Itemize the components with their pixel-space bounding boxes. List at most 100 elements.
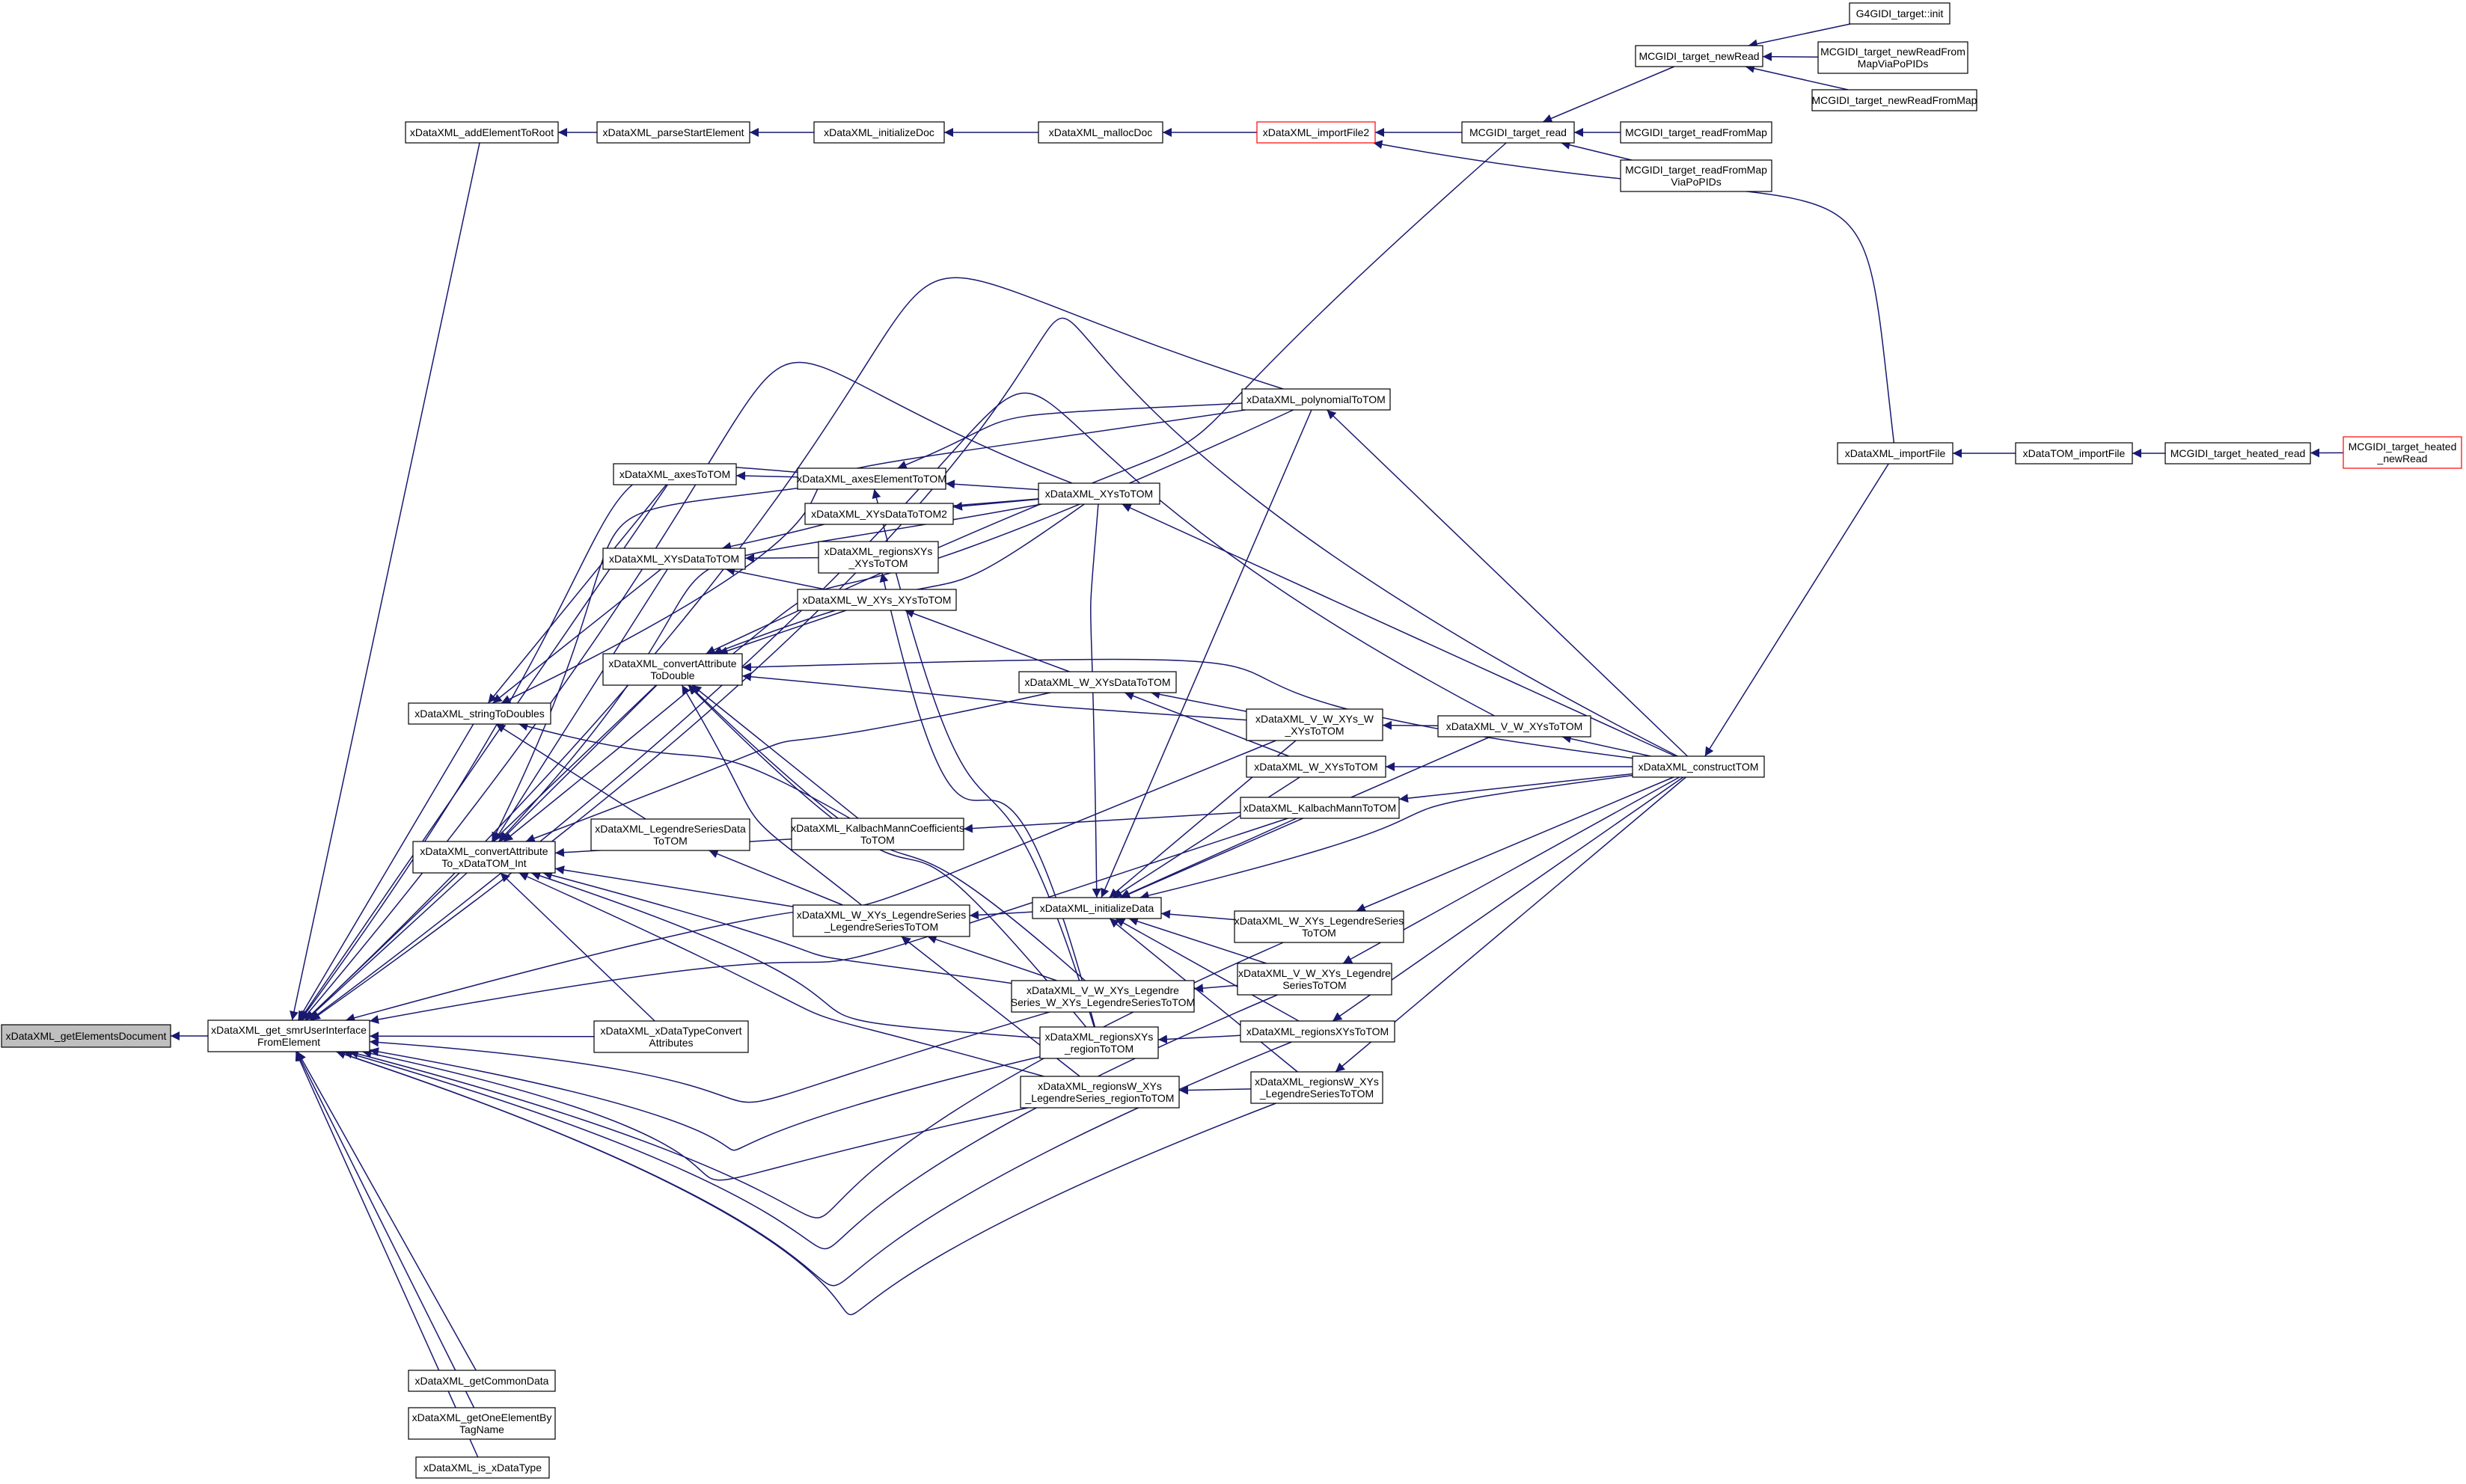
node-label: MCGIDI_target_readFromMap <box>1625 164 1767 176</box>
edge-polyTOM-calls-initData <box>1101 409 1312 898</box>
edge-XYsData-calls-convInt <box>493 568 668 842</box>
graph-node[interactable]: xDataXML_regionsXYs_XYsToTOM <box>818 541 939 574</box>
graph-node[interactable]: xDataXML_W_XYs_LegendreSeriesToTOM <box>1234 910 1404 943</box>
edge-VWXYsW-calls-WXYsData <box>1151 690 1247 712</box>
node-label: G4GIDI_target::init <box>1856 7 1944 19</box>
graph-node[interactable]: xDataXML_XYsDataToTOM2 <box>804 503 954 525</box>
graph-node[interactable]: xDataXML_stringToDoubles <box>408 702 551 725</box>
graph-node[interactable]: MCGIDI_target_newReadFromMap <box>1811 89 1977 111</box>
edges-layer <box>171 23 2344 1458</box>
graph-node[interactable]: xDataXML_W_XYsToTOM <box>1246 755 1386 778</box>
graph-node[interactable]: xDataXML_importFile <box>1837 442 1953 464</box>
node-label: xDataXML_W_XYsToTOM <box>1254 761 1377 773</box>
node-box <box>412 841 556 874</box>
graph-node[interactable]: xDataXML_axesElementToTOM <box>797 467 946 490</box>
graph-node[interactable]: MCGIDI_target_heated_newRead <box>2343 436 2462 469</box>
graph-node[interactable]: xDataXML_V_W_XYsToTOM <box>1437 715 1591 738</box>
edge-WXYsLeg-calls-smr <box>349 942 1284 1218</box>
edge-regionsXYsRegion-calls-regionsXYs_XYs <box>879 572 1096 1028</box>
graph-node[interactable]: xDataXML_V_W_XYs_LegendreSeriesToTOM <box>1237 963 1392 996</box>
graph-node[interactable]: xDataXML_regionsXYsToTOM <box>1240 1020 1395 1043</box>
graph-node[interactable]: xDataXML_initializeDoc <box>813 121 945 144</box>
node-box <box>602 653 743 686</box>
edge-axesTOM-calls-strToDoubles <box>487 484 667 704</box>
edge-regionsXYsRegion-calls-convInt <box>530 871 1041 1039</box>
graph-node[interactable]: xDataXML_XYsDataToTOM <box>602 548 746 570</box>
graph-node[interactable]: G4GIDI_target::init <box>1849 2 1951 25</box>
graph-node[interactable]: xDataXML_W_XYsDataToTOM <box>1018 671 1177 693</box>
edge-polyTOM-calls-axesElem <box>897 402 1243 470</box>
graph-node[interactable]: xDataXML_KalbachMannToTOM <box>1240 797 1400 819</box>
graph-node[interactable]: MCGIDI_target_heated_read <box>2164 442 2311 464</box>
graph-node[interactable]: xDataXML_addElementToRoot <box>405 121 559 144</box>
graph-node[interactable]: xDataXML_getElementsDocument <box>1 1024 171 1048</box>
node-box <box>1256 121 1376 144</box>
graph-node[interactable]: xDataXML_V_W_XYs_LegendreSeries_W_XYs_Le… <box>1011 980 1195 1013</box>
edge-newRead-calls-targetRead <box>1542 66 1675 123</box>
graph-node[interactable]: MCGIDI_target_readFromMap <box>1620 121 1772 144</box>
edge-WXYsLegLeg-calls-legSeriesData <box>709 849 843 906</box>
node-box <box>415 1456 550 1479</box>
edge-regionsWRegion-calls-convInt <box>518 872 1044 1077</box>
graph-node[interactable]: xDataTOM_importFile <box>2015 442 2133 464</box>
node-box <box>1 1024 171 1048</box>
node-box <box>1817 41 1968 74</box>
node-box <box>2164 442 2311 464</box>
graph-node[interactable]: xDataXML_polynomialToTOM <box>1241 388 1391 411</box>
graph-node[interactable]: xDataXML_parseStartElement <box>596 121 750 144</box>
node-label: xDataXML_stringToDoubles <box>414 708 545 720</box>
node-label: Series_W_XYs_LegendreSeriesToTOM <box>1011 996 1195 1008</box>
node-label: MCGIDI_target_newRead <box>1639 50 1759 62</box>
edge-WXYsLeg-calls-initData <box>1160 910 1235 921</box>
graph-node[interactable]: MCGIDI_target_read <box>1461 121 1575 144</box>
edge-addElem-calls-smr <box>290 142 480 1021</box>
edge-strToDoubles-calls-smr <box>297 723 474 1021</box>
node-label: xDataXML_W_XYs_XYsToTOM <box>803 594 952 606</box>
graph-node[interactable]: xDataXML_XYsToTOM <box>1038 482 1160 505</box>
node-label: xDataXML_initializeData <box>1040 902 1154 914</box>
node-box <box>1020 1076 1180 1109</box>
node-box <box>1620 121 1772 144</box>
graph-node[interactable]: xDataXML_importFile2 <box>1256 121 1376 144</box>
graph-node[interactable]: xDataXML_regionsW_XYs_LegendreSeries_reg… <box>1020 1076 1180 1109</box>
graph-node[interactable]: xDataXML_initializeData <box>1032 897 1162 919</box>
graph-node[interactable]: xDataXML_regionsW_XYs_LegendreSeriesToTO… <box>1250 1071 1383 1104</box>
node-label: xDataXML_W_XYsDataToTOM <box>1024 676 1170 688</box>
node-box <box>1246 708 1383 741</box>
node-label: FromElement <box>257 1036 320 1048</box>
node-label: xDataXML_W_XYs_LegendreSeries <box>797 909 966 921</box>
edge-importFile-calls-construct <box>1704 463 1889 757</box>
edge-VWXYsW-calls-convDouble <box>741 672 1247 721</box>
graph-node[interactable]: xDataXML_V_W_XYs_W_XYsToTOM <box>1246 708 1383 741</box>
edge-regionsXYsRegion-calls-axesElem <box>872 488 1095 1028</box>
node-label: xDataXML_V_W_XYsToTOM <box>1446 720 1583 732</box>
edge-WXYsLegLeg-calls-convInt <box>554 865 794 907</box>
node-label: ToTOM <box>1302 927 1336 939</box>
graph-node[interactable]: xDataXML_axesToTOM <box>613 463 737 485</box>
node-label: _LegendreSeriesToTOM <box>824 921 938 933</box>
graph-node[interactable]: xDataXML_is_xDataType <box>415 1456 550 1479</box>
graph-node[interactable]: xDataXML_constructTOM <box>1632 755 1765 778</box>
node-label: MCGIDI_target_heated_read <box>2170 447 2306 459</box>
graph-node[interactable]: xDataXML_getCommonData <box>408 1370 556 1392</box>
node-label: MCGIDI_target_read <box>1469 126 1567 138</box>
graph-node[interactable]: xDataXML_W_XYs_LegendreSeries_LegendreSe… <box>792 904 970 937</box>
node-box <box>2343 436 2462 469</box>
graph-node[interactable]: xDataXML_mallocDoc <box>1038 121 1163 144</box>
graph-node[interactable]: xDataXML_regionsXYs_regionToTOM <box>1039 1026 1159 1059</box>
graph-node[interactable]: xDataXML_W_XYs_XYsToTOM <box>797 589 957 611</box>
graph-node[interactable]: MCGIDI_target_newRead <box>1635 45 1763 67</box>
edge-construct-calls-initData <box>1139 774 1633 900</box>
edge-importFile-calls-importFile2 <box>1373 140 1895 444</box>
node-box <box>1237 963 1392 996</box>
node-box <box>1038 482 1160 505</box>
